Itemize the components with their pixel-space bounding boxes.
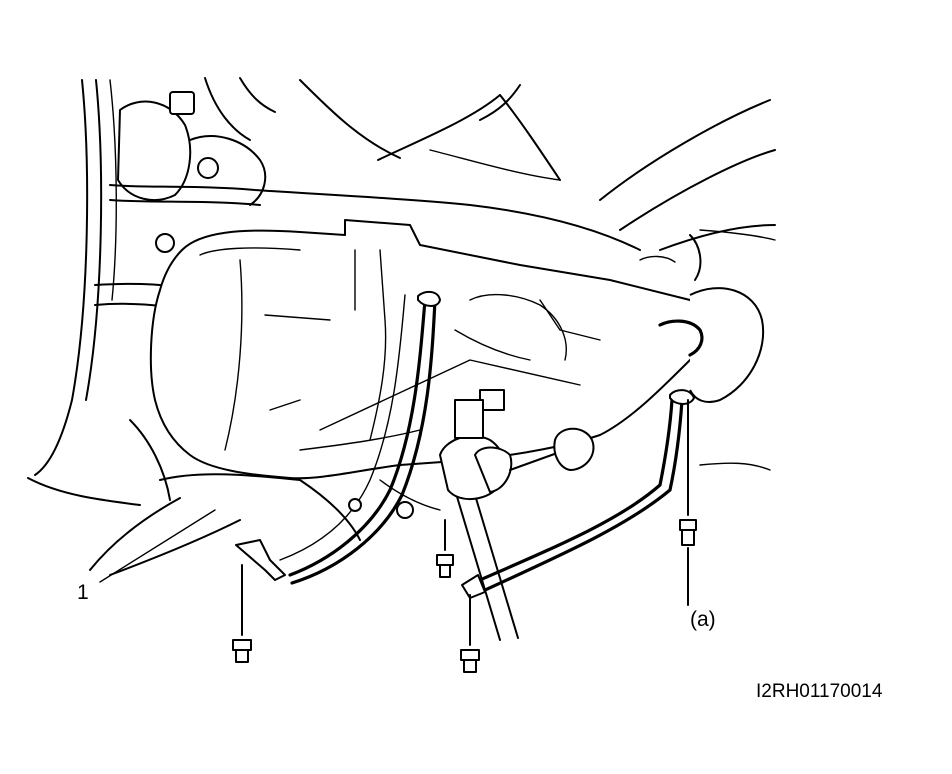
vehicle-body-lines bbox=[27, 77, 776, 576]
bolt-left bbox=[232, 564, 252, 663]
figure-code: I2RH01170014 bbox=[756, 681, 883, 702]
filler-neck-area bbox=[94, 91, 641, 311]
rear-component bbox=[639, 234, 765, 403]
bolt-center-upper bbox=[436, 519, 454, 578]
fuel-tank bbox=[149, 219, 703, 480]
bolt-right bbox=[679, 399, 697, 606]
bolt-center-lower bbox=[460, 594, 480, 673]
leader-line-1 bbox=[99, 509, 216, 583]
center-support bbox=[348, 389, 595, 641]
tank-strap-right bbox=[461, 389, 695, 599]
callout-label-a: (a) bbox=[690, 608, 716, 631]
callout-label-1: 1 bbox=[77, 581, 89, 604]
